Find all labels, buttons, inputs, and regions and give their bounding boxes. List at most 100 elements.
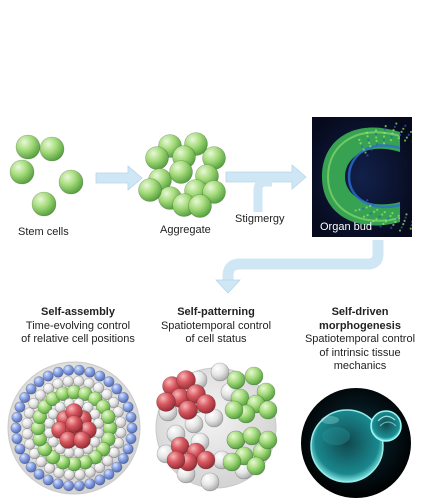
bud-texture-dot: [373, 210, 376, 213]
bud-texture-dot: [430, 199, 432, 201]
arrow-stem-to-aggregate: [95, 165, 143, 191]
aggregate-illustration: [138, 132, 226, 218]
bud-texture-dot: [425, 205, 427, 207]
bud-texture-dot: [412, 128, 414, 130]
bud-texture-dot: [411, 140, 412, 142]
bud-texture-dot: [413, 210, 415, 212]
bud-texture-dot: [379, 225, 382, 228]
stem-cell: [31, 191, 57, 217]
bud-texture-dot: [372, 203, 375, 206]
stem-cells-illustration: [9, 134, 84, 217]
bud-texture-dot: [427, 212, 429, 214]
green-cell: [226, 430, 246, 450]
green-cell: [258, 430, 278, 450]
bud-texture-dot: [382, 138, 386, 142]
bud-texture-dot: [374, 129, 378, 132]
blue-cell: [94, 474, 106, 486]
bud-texture-dot: [358, 138, 361, 141]
bud-texture-dot: [412, 217, 414, 219]
blue-cell: [42, 370, 54, 382]
bud-texture-dot: [395, 122, 398, 125]
blue-cell: [63, 364, 75, 376]
bud-texture-dot: [403, 139, 407, 142]
bud-texture-dot: [376, 208, 379, 211]
blue-cell: [52, 478, 64, 490]
bud-texture-dot: [397, 137, 400, 140]
blue-cell: [10, 422, 22, 434]
aggregate-cell: [145, 146, 169, 170]
blue-cell: [52, 366, 64, 378]
bud-texture-dot: [382, 142, 386, 145]
bud-texture-dot: [381, 213, 384, 216]
gray-cell: [102, 455, 114, 467]
bud-texture-dot: [375, 139, 378, 142]
gray-cell: [43, 417, 55, 429]
blue-cell: [117, 391, 129, 403]
arrow-aggregate-to-bud: [225, 164, 307, 190]
red-cell: [166, 450, 186, 470]
gray-cell: [200, 472, 220, 492]
bud-texture-dot: [362, 207, 365, 210]
bud-texture-dot: [364, 151, 367, 154]
self-assembly-heading: Self-assembly Time-evolving control of r…: [8, 306, 148, 347]
blue-cell: [94, 370, 106, 382]
bud-texture-dot: [403, 219, 406, 223]
bud-texture-dot: [428, 215, 430, 217]
bud-texture-dot: [354, 209, 357, 212]
arrow-bud-to-processes: [215, 240, 384, 294]
blue-cell: [111, 383, 123, 395]
blue-cell: [42, 474, 54, 486]
bud-texture-dot: [359, 142, 362, 145]
bud-texture-dot: [428, 218, 430, 220]
green-cell: [226, 370, 246, 390]
bud-texture-dot: [430, 151, 432, 153]
morphogenesis-heading: Self-driven morphogenesis Spatiotemporal…: [290, 306, 430, 374]
self-patterning-title: Self-patterning: [177, 306, 255, 318]
gray-cell: [73, 375, 85, 387]
bud-texture-dot: [374, 132, 378, 136]
bud-texture-dot: [405, 136, 408, 139]
bud-texture-dot: [422, 130, 424, 132]
bud-texture-dot: [397, 214, 400, 217]
bud-texture-dot: [411, 220, 412, 223]
blue-cell: [122, 443, 134, 455]
bud-texture-dot: [402, 223, 405, 226]
self-assembly-desc-line2: of relative cell positions: [21, 333, 135, 345]
bud-texture-dot: [390, 135, 393, 138]
bud-texture-dot: [358, 208, 361, 211]
blue-cell: [11, 411, 23, 423]
morphogenesis-desc-line3: mechanics: [333, 360, 387, 372]
red-cell: [73, 431, 91, 449]
bud-texture-dot: [426, 208, 428, 210]
blue-cell: [25, 383, 37, 395]
bud-texture-dot: [400, 226, 403, 229]
morphogenesis-title-line1: Self-driven: [331, 306, 389, 318]
bud-texture-dot: [419, 210, 421, 212]
bud-texture-dot: [425, 138, 427, 140]
blue-cell: [84, 366, 96, 378]
morphogenesis-title-line2: morphogenesis: [319, 319, 401, 332]
bud-texture-dot: [393, 125, 396, 128]
blue-cell: [126, 422, 138, 434]
bud-texture-dot: [382, 222, 385, 226]
bud-texture-dot: [432, 134, 434, 136]
blue-cell: [33, 376, 45, 388]
stigmergy-connector: [253, 177, 272, 212]
bud-texture-dot: [422, 140, 424, 142]
blue-cell: [122, 401, 134, 413]
stem-cell: [9, 159, 35, 185]
bud-texture-dot: [420, 217, 422, 219]
bud-texture-dot: [366, 199, 369, 202]
bud-texture-dot: [375, 136, 378, 139]
blue-cell: [73, 364, 85, 376]
red-cell: [65, 415, 83, 433]
stem-cell: [39, 136, 65, 162]
bud-texture-dot: [400, 130, 403, 133]
bud-texture-dot: [384, 125, 387, 128]
bud-texture-dot: [375, 218, 378, 221]
blue-cell: [125, 411, 137, 423]
bud-texture-dot: [433, 150, 435, 152]
aggregate-cell: [202, 180, 226, 204]
bud-texture-dot: [368, 141, 371, 145]
